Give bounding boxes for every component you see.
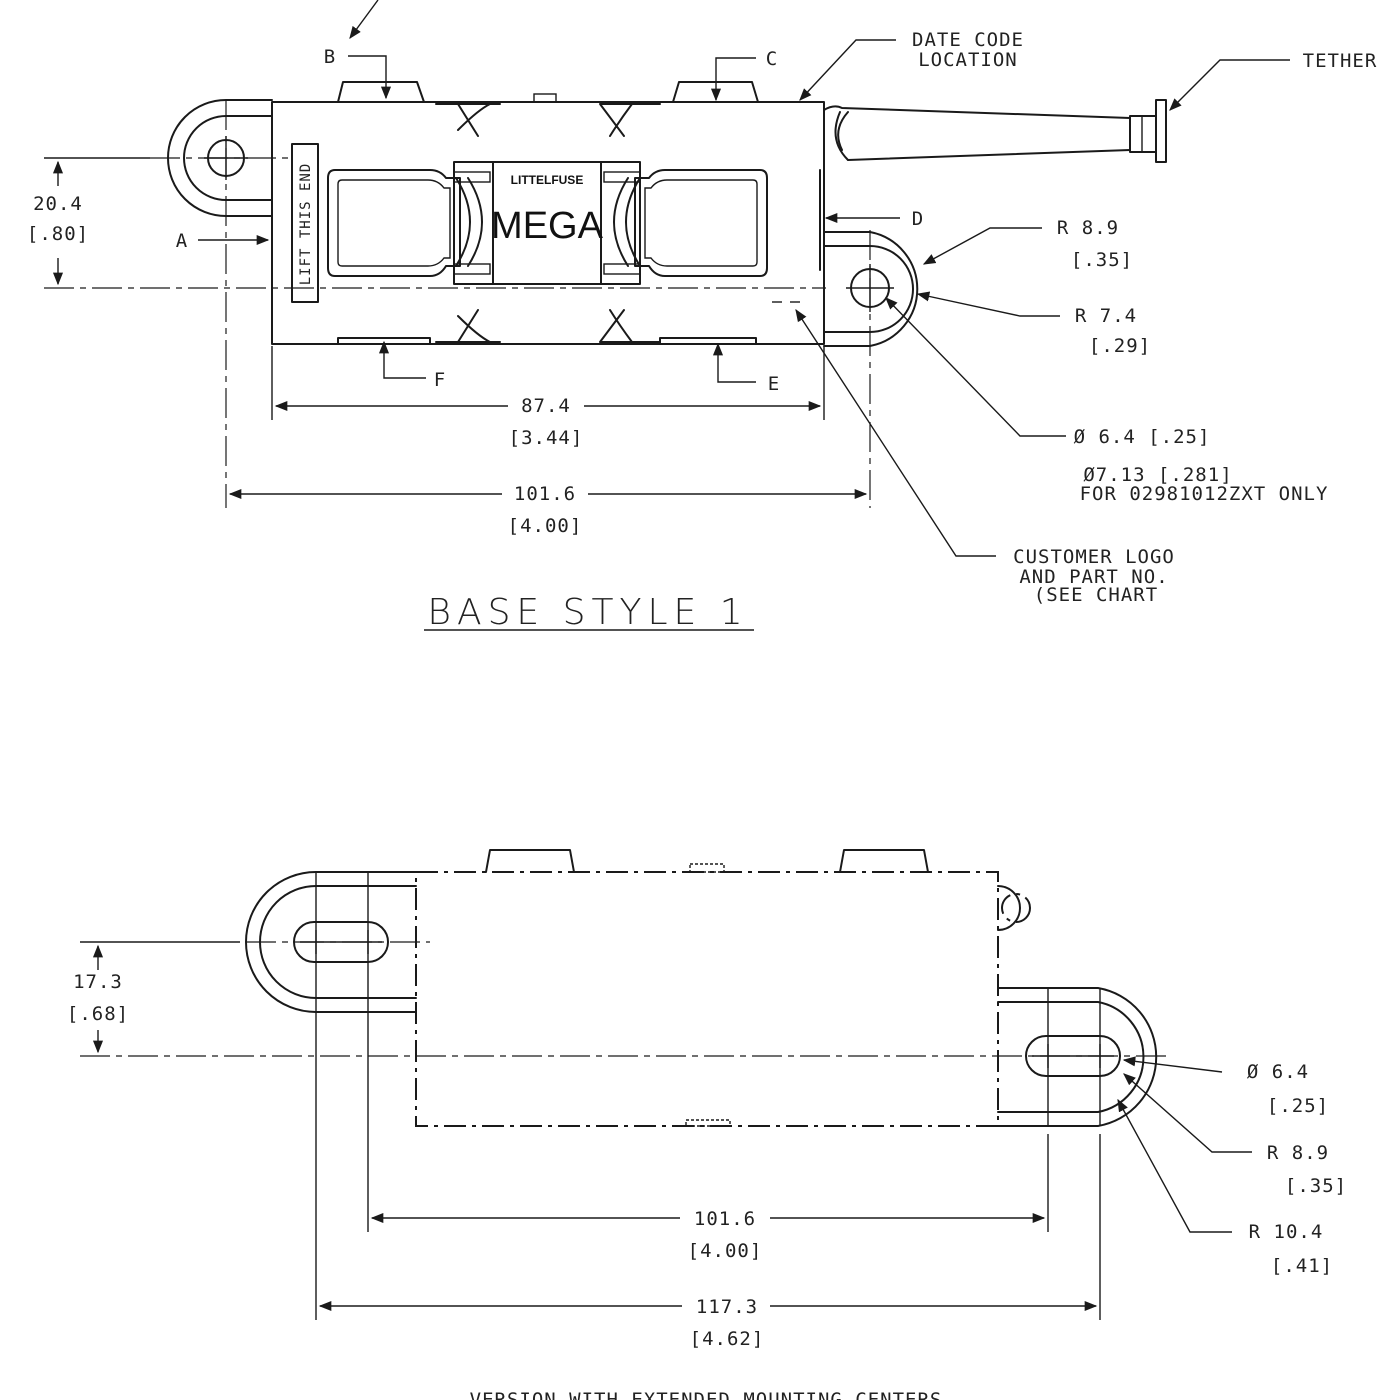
callout-a: A [176, 230, 188, 252]
top-r-outer-in: [.35] [1071, 249, 1133, 271]
fuse-brand: LITTELFUSE [511, 173, 584, 187]
top-height-mm: 20.4 [33, 193, 83, 215]
fuse-mega-label: MEGA [491, 205, 604, 247]
customer-logo-line3: (SEE CHART [1034, 584, 1158, 606]
customer-logo-line2: AND PART NO. [1019, 566, 1168, 588]
bottom-r-outer-in: [.41] [1271, 1255, 1333, 1277]
bottom-height-mm: 17.3 [73, 971, 123, 993]
lift-this-end-label: LIFT THIS END [298, 163, 314, 286]
top-hole-alt-line1: Ø7.13 [.281] [1083, 464, 1232, 486]
bottom-r-inner-mm: R 8.9 [1267, 1142, 1329, 1164]
top-centers-mm: 101.6 [514, 483, 576, 505]
terminal-b [337, 81, 425, 103]
callout-f: F [434, 369, 446, 391]
top-centers-in: [4.00] [508, 515, 583, 537]
top-view: LITTELFUSE MEGA LIFT THIS END 20.4 [.80] [27, 0, 1378, 633]
date-code-line2: LOCATION [918, 49, 1018, 71]
body-width-in: [3.44] [509, 427, 584, 449]
customer-logo-line1: CUSTOMER LOGO [1013, 546, 1175, 568]
tether-label: TETHER [1303, 50, 1378, 72]
bottom-centers-mm: 101.6 [694, 1208, 756, 1230]
bottom-overall-mm: 117.3 [696, 1296, 758, 1318]
top-r-inner-in: [.29] [1089, 335, 1151, 357]
callout-c: C [766, 48, 778, 70]
right-mounting-tab [823, 231, 919, 347]
bottom-overall-in: [4.62] [690, 1328, 765, 1350]
top-hole-dia: Ø 6.4 [.25] [1074, 426, 1211, 448]
top-r-outer-mm: R 8.9 [1057, 217, 1119, 239]
bottom-centers-in: [4.00] [688, 1240, 763, 1262]
bottom-view: 17.3 [.68] 101.6 [4.00] 117.3 [4.62] Ø 6… [67, 849, 1347, 1400]
top-hole-alt-line2: FOR 02981012ZXT ONLY [1080, 483, 1329, 505]
bottom-view-caption: VERSION WITH EXTENDED MOUNTING CENTERS [470, 1389, 943, 1400]
bottom-r-inner-in: [.35] [1285, 1175, 1347, 1197]
bottom-hole-mm: Ø 6.4 [1247, 1061, 1309, 1083]
callout-d: D [912, 208, 924, 230]
top-height-in: [.80] [27, 223, 89, 245]
tether [823, 99, 1167, 163]
bottom-height-in: [.68] [67, 1003, 129, 1025]
top-r-inner-mm: R 7.4 [1075, 305, 1137, 327]
callout-b: B [324, 46, 336, 68]
fuse-label-block [492, 161, 602, 285]
date-code-line1: DATE CODE [912, 29, 1024, 51]
body-width-mm: 87.4 [521, 395, 571, 417]
top-view-title: BASE STYLE 1 [427, 592, 748, 633]
bottom-right-slot [1025, 1035, 1121, 1077]
callout-e: E [768, 373, 780, 395]
bottom-r-outer-mm: R 10.4 [1249, 1221, 1324, 1243]
bottom-hole-in: [.25] [1267, 1095, 1329, 1117]
bottom-base-body [415, 871, 999, 1127]
bottom-right-tab [997, 987, 1158, 1127]
